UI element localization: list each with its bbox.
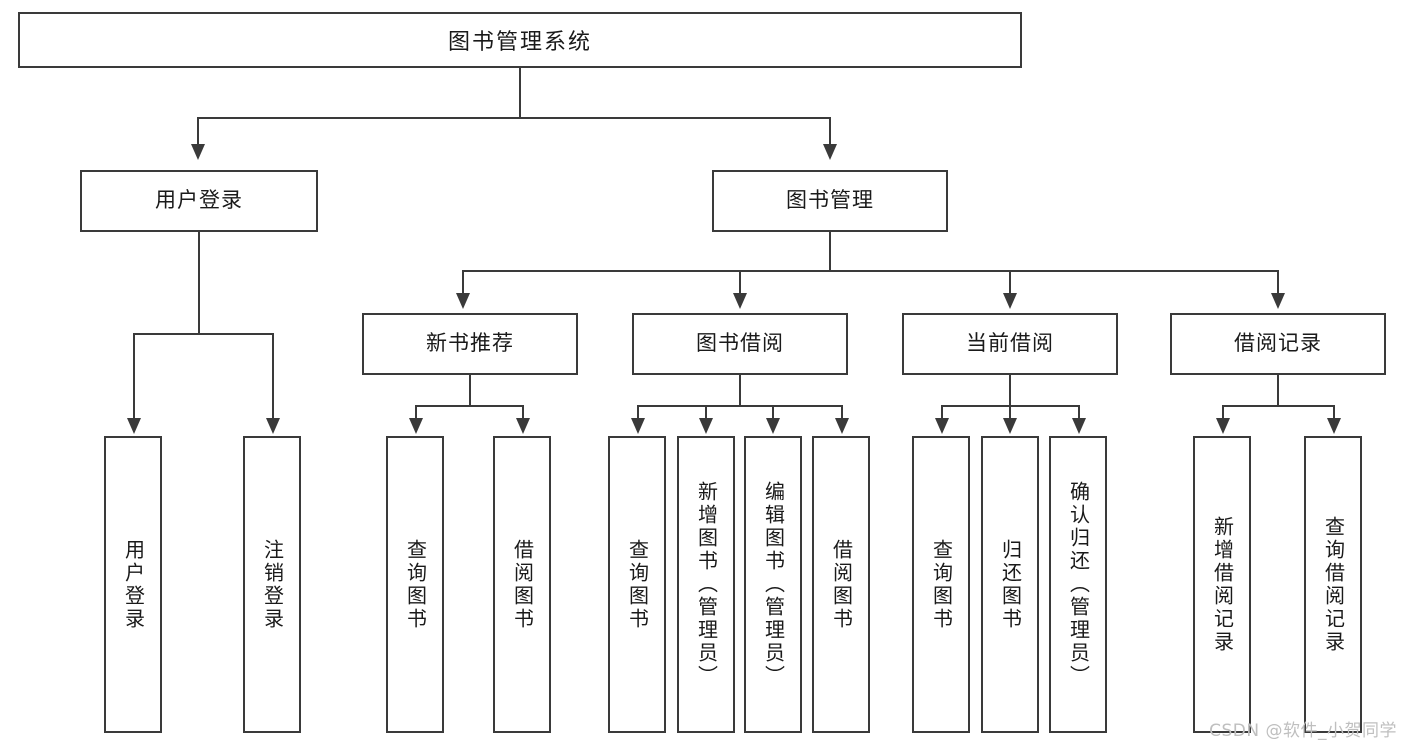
leaf-borrow-record-add[interactable]: 新增借阅记录 — [1193, 436, 1251, 733]
connector-book-borrow-leaf-0 — [637, 405, 639, 419]
leaf-book-borrow-edit-admin[interactable]: 编辑图书（管理员） — [744, 436, 802, 733]
connector-to-book-manage — [829, 117, 831, 145]
arrowhead-current-borrow — [1003, 293, 1017, 309]
arrowhead-new-book — [456, 293, 470, 309]
arrowhead-leaf-logout — [266, 418, 280, 434]
connector-to-current-borrow — [1009, 270, 1011, 294]
arrowhead-book-borrow — [733, 293, 747, 309]
connector-book-borrow-leaf-2 — [772, 405, 774, 419]
leaf-book-borrow-add-admin[interactable]: 新增图书（管理员） — [677, 436, 735, 733]
node-current-borrow[interactable]: 当前借阅 — [902, 313, 1118, 375]
arrowhead-book-borrow-leaf-2 — [766, 418, 780, 434]
leaf-current-borrow-query[interactable]: 查询图书 — [912, 436, 970, 733]
arrowhead-current-borrow-leaf-2 — [1072, 418, 1086, 434]
leaf-label: 查询图书 — [625, 538, 650, 631]
connector-book-borrow-bus — [637, 405, 842, 407]
leaf-borrow-record-query[interactable]: 查询借阅记录 — [1304, 436, 1362, 733]
connector-user-login-bus — [133, 333, 273, 335]
node-borrow-record[interactable]: 借阅记录 — [1170, 313, 1386, 375]
leaf-label: 查询借阅记录 — [1321, 515, 1346, 654]
node-new-book-recommend[interactable]: 新书推荐 — [362, 313, 578, 375]
connector-new-book-leaf-0 — [415, 405, 417, 419]
arrowhead-book-borrow-leaf-1 — [699, 418, 713, 434]
leaf-label: 用户登录 — [121, 538, 146, 631]
node-user-login[interactable]: 用户登录 — [80, 170, 318, 232]
connector-to-new-book — [462, 270, 464, 294]
leaf-new-book-borrow[interactable]: 借阅图书 — [493, 436, 551, 733]
arrowhead-current-borrow-leaf-0 — [935, 418, 949, 434]
connector-to-borrow-record — [1277, 270, 1279, 294]
leaf-user-login-login[interactable]: 用户登录 — [104, 436, 162, 733]
arrowhead-borrow-record-leaf-0 — [1216, 418, 1230, 434]
arrowhead-book-manage — [823, 144, 837, 160]
node-book-borrow[interactable]: 图书借阅 — [632, 313, 848, 375]
connector-current-borrow-stem — [1009, 375, 1011, 406]
leaf-label: 查询图书 — [403, 538, 428, 631]
connector-current-borrow-leaf-2 — [1078, 405, 1080, 419]
arrowhead-new-book-leaf-1 — [516, 418, 530, 434]
arrowhead-borrow-record-leaf-1 — [1327, 418, 1341, 434]
connector-root-stem — [519, 68, 521, 118]
leaf-label: 确认归还（管理员） — [1066, 481, 1091, 688]
arrowhead-user-login — [191, 144, 205, 160]
arrowhead-book-borrow-leaf-3 — [835, 418, 849, 434]
connector-new-book-bus — [415, 405, 523, 407]
connector-book-borrow-leaf-1 — [705, 405, 707, 419]
connector-new-book-leaf-1 — [522, 405, 524, 419]
connector-borrow-record-bus — [1222, 405, 1334, 407]
connector-current-borrow-leaf-0 — [941, 405, 943, 419]
connector-borrow-record-leaf-0 — [1222, 405, 1224, 419]
leaf-book-borrow-query[interactable]: 查询图书 — [608, 436, 666, 733]
connector-user-login-stem — [198, 232, 200, 334]
node-book-manage[interactable]: 图书管理 — [712, 170, 948, 232]
connector-borrow-record-stem — [1277, 375, 1279, 406]
connector-book-borrow-leaf-3 — [841, 405, 843, 419]
connector-to-leaf-user-login — [133, 333, 135, 419]
connector-current-borrow-leaf-1 — [1009, 405, 1011, 419]
leaf-label: 查询图书 — [929, 538, 954, 631]
arrowhead-leaf-user-login — [127, 418, 141, 434]
leaf-label: 新增图书（管理员） — [694, 481, 719, 688]
leaf-new-book-query[interactable]: 查询图书 — [386, 436, 444, 733]
node-root-system[interactable]: 图书管理系统 — [18, 12, 1022, 68]
arrowhead-new-book-leaf-0 — [409, 418, 423, 434]
connector-to-book-borrow — [739, 270, 741, 294]
connector-book-borrow-stem — [739, 375, 741, 406]
leaf-label: 借阅图书 — [829, 538, 854, 631]
leaf-label: 注销登录 — [260, 538, 285, 631]
arrowhead-borrow-record — [1271, 293, 1285, 309]
arrowhead-current-borrow-leaf-1 — [1003, 418, 1017, 434]
leaf-current-borrow-confirm-admin[interactable]: 确认归还（管理员） — [1049, 436, 1107, 733]
leaf-current-borrow-return[interactable]: 归还图书 — [981, 436, 1039, 733]
connector-level2-bus — [197, 117, 831, 119]
connector-level3-bus — [462, 270, 1279, 272]
connector-book-manage-stem — [829, 232, 831, 271]
leaf-user-login-logout[interactable]: 注销登录 — [243, 436, 301, 733]
connector-new-book-stem — [469, 375, 471, 406]
arrowhead-book-borrow-leaf-0 — [631, 418, 645, 434]
connector-to-user-login — [197, 117, 199, 145]
leaf-label: 新增借阅记录 — [1210, 515, 1235, 654]
leaf-label: 归还图书 — [998, 538, 1023, 631]
leaf-label: 借阅图书 — [510, 538, 535, 631]
connector-to-leaf-logout — [272, 333, 274, 419]
leaf-label: 编辑图书（管理员） — [761, 481, 786, 688]
leaf-book-borrow-borrow[interactable]: 借阅图书 — [812, 436, 870, 733]
connector-borrow-record-leaf-1 — [1333, 405, 1335, 419]
